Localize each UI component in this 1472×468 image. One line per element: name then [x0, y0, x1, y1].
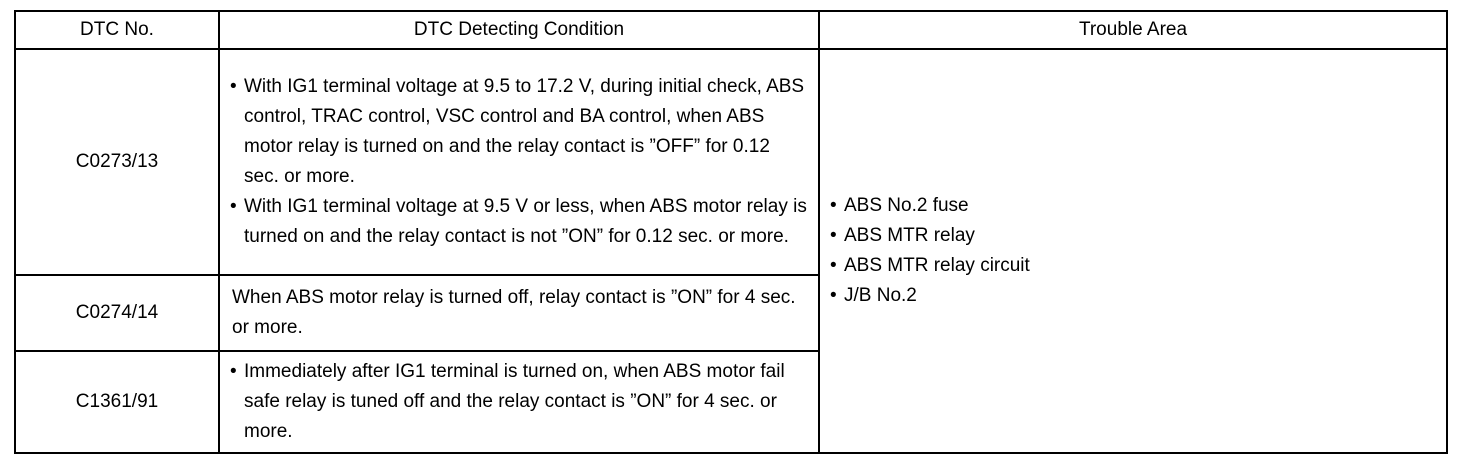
dtc-table-container: DTC No. DTC Detecting Condition Trouble …: [14, 10, 1448, 454]
trouble-area-text: J/B No.2: [844, 285, 917, 306]
condition-item: • With IG1 terminal voltage at 9.5 to 17…: [230, 72, 808, 192]
condition-text: With IG1 terminal voltage at 9.5 V or le…: [244, 196, 807, 247]
table-header-row: DTC No. DTC Detecting Condition Trouble …: [14, 10, 1448, 50]
bullet-icon: •: [830, 255, 837, 276]
condition-text: Immediately after IG1 terminal is turned…: [244, 361, 785, 442]
condition-cell: • With IG1 terminal voltage at 9.5 to 17…: [218, 48, 820, 276]
header-trouble-area: Trouble Area: [818, 10, 1448, 50]
trouble-area-text: ABS No.2 fuse: [844, 195, 969, 216]
trouble-area-item: • ABS No.2 fuse: [830, 191, 1436, 221]
bullet-icon: •: [830, 225, 837, 246]
condition-text: With IG1 terminal voltage at 9.5 to 17.2…: [244, 76, 805, 187]
bullet-icon: •: [830, 195, 837, 216]
trouble-area-item: • ABS MTR relay circuit: [830, 251, 1436, 281]
trouble-area-text: ABS MTR relay: [844, 225, 975, 246]
dtc-code-cell: C0274/14: [14, 274, 220, 352]
trouble-area-item: • J/B No.2: [830, 281, 1436, 311]
table-row: C0273/13 • With IG1 terminal voltage at …: [14, 48, 1448, 454]
condition-item: • Immediately after IG1 terminal is turn…: [230, 357, 808, 447]
trouble-area-text: ABS MTR relay circuit: [844, 255, 1030, 276]
bullet-icon: •: [830, 285, 837, 306]
trouble-area-list: • ABS No.2 fuse • ABS MTR relay • ABS MT…: [830, 191, 1436, 311]
bullet-icon: •: [230, 361, 237, 382]
condition-list: • Immediately after IG1 terminal is turn…: [230, 357, 808, 447]
bullet-icon: •: [230, 196, 237, 217]
condition-cell: When ABS motor relay is turned off, rela…: [218, 274, 820, 352]
condition-item: • With IG1 terminal voltage at 9.5 V or …: [230, 192, 808, 252]
table-row: C0274/14 When ABS motor relay is turned …: [14, 274, 1447, 352]
trouble-area-cell: • ABS No.2 fuse • ABS MTR relay • ABS MT…: [818, 48, 1448, 454]
condition-text: When ABS motor relay is turned off, rela…: [232, 287, 796, 338]
header-dtc-no: DTC No.: [14, 10, 220, 50]
dtc-code-cell: C0273/13: [14, 48, 220, 276]
condition-cell: • Immediately after IG1 terminal is turn…: [218, 350, 820, 454]
dtc-code-cell: C1361/91: [14, 350, 220, 454]
bullet-icon: •: [230, 76, 237, 97]
trouble-area-item: • ABS MTR relay: [830, 221, 1436, 251]
header-detecting-condition: DTC Detecting Condition: [218, 10, 820, 50]
table-row: C1361/91 • Immediately after IG1 termina…: [14, 350, 1447, 454]
condition-list: • With IG1 terminal voltage at 9.5 to 17…: [230, 72, 808, 252]
dtc-table: DTC No. DTC Detecting Condition Trouble …: [14, 10, 1448, 454]
